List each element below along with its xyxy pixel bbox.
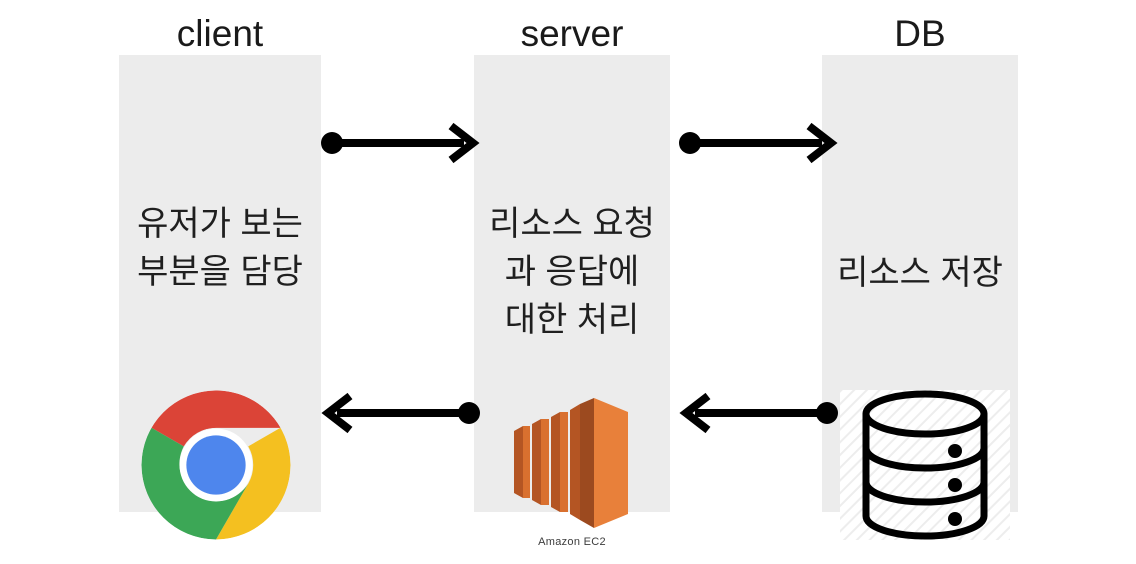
ec2-body-side bbox=[580, 398, 594, 528]
ec2-slice-2-face bbox=[541, 419, 549, 505]
ec2-slice-3 bbox=[551, 412, 560, 512]
connector-server-to-db-request bbox=[679, 122, 838, 164]
arrowhead-icon bbox=[321, 392, 353, 434]
column-title-server: server bbox=[520, 13, 624, 54]
ec2-body-face bbox=[594, 398, 628, 528]
arrowhead-icon bbox=[806, 122, 838, 164]
amazon-ec2-caption: Amazon EC2 bbox=[538, 536, 606, 548]
chrome-blue-center bbox=[186, 435, 246, 495]
ec2-slice-2 bbox=[532, 419, 541, 505]
db-indicator-dot-1 bbox=[948, 444, 962, 458]
amazon-ec2-logo bbox=[514, 398, 628, 528]
ec2-slice-3-face bbox=[560, 412, 568, 512]
chrome-green-segment bbox=[141, 427, 249, 540]
ec2-slice-1-face bbox=[523, 426, 530, 498]
arrowhead-icon bbox=[679, 392, 711, 434]
connector-client-to-server-request bbox=[321, 122, 480, 164]
ec2-server-slices bbox=[514, 404, 580, 520]
google-chrome-logo bbox=[141, 390, 291, 540]
db-indicator-dot-2 bbox=[948, 478, 962, 492]
chrome-red-fill bbox=[151, 390, 281, 447]
column-title-db: DB bbox=[894, 13, 946, 54]
db-indicator-dot-3 bbox=[948, 512, 962, 526]
column-text-server: 리소스 요청 과 응답에 대한 처리 bbox=[489, 205, 655, 339]
connector-db-to-server-response bbox=[679, 392, 838, 434]
arrowhead-icon bbox=[448, 122, 480, 164]
chrome-yellow-segment bbox=[216, 427, 291, 540]
database-cylinder-icon bbox=[840, 390, 1010, 540]
column-text-db: 리소스 저장 bbox=[837, 254, 1003, 292]
db-cylinder-shape bbox=[862, 390, 988, 540]
ec2-slice-1 bbox=[514, 426, 523, 498]
connector-server-to-client-response bbox=[321, 392, 480, 434]
column-title-client: client bbox=[176, 13, 264, 54]
column-text-client: 유저가 보는 부분을 담당 bbox=[137, 205, 303, 291]
ec2-slice-4 bbox=[570, 404, 580, 520]
